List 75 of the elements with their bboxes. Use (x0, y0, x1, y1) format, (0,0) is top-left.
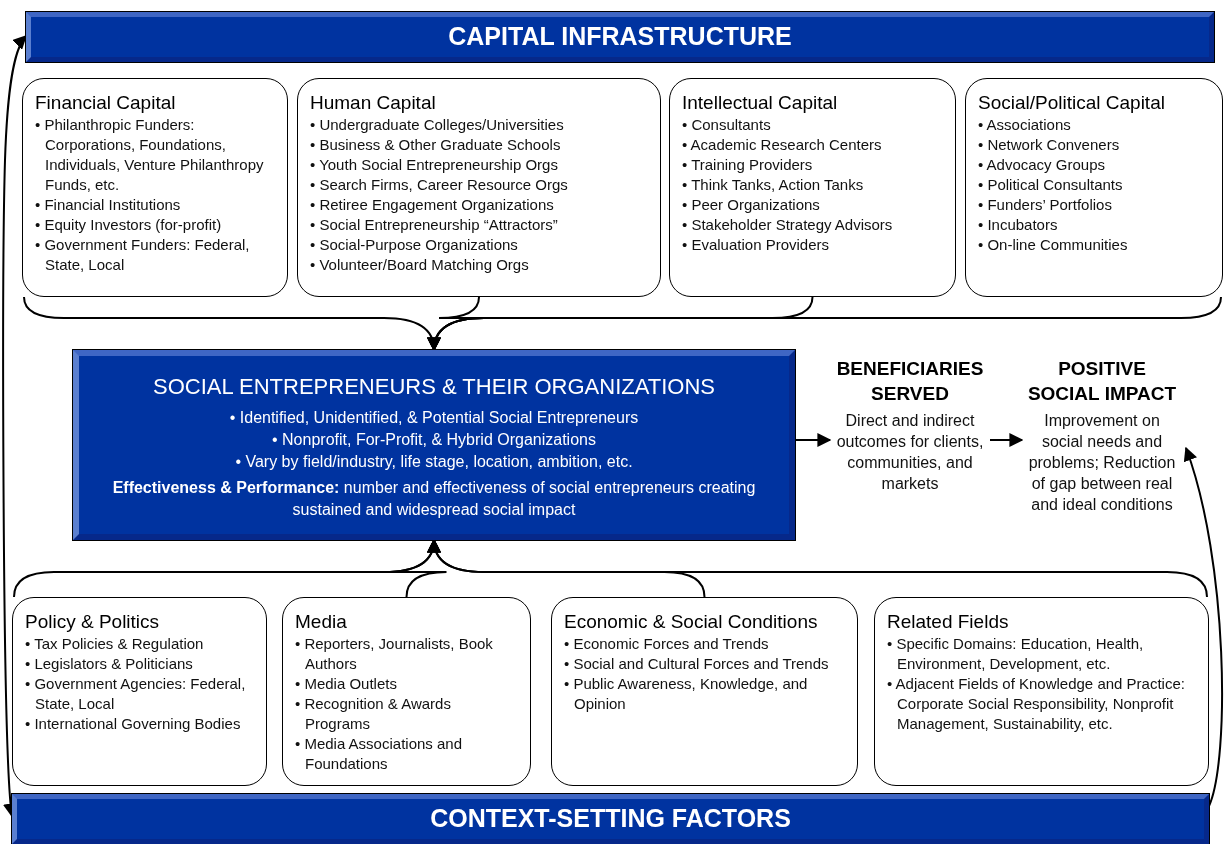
bullet-item: • Government Agencies: Federal, State, Local (25, 674, 247, 714)
arrow (1183, 446, 1224, 807)
bullet-item: • Philanthropic Funders: Corporations, Foundations, Individuals, Venture Philanthropy Funds, etc. (35, 115, 265, 195)
bullet-item: • Retiree Engagement Organizations (310, 195, 555, 215)
bullet-item: • Specific Domains: Education, Health, Environment, Development, etc. (887, 634, 1145, 674)
bullet-item: • Stakeholder Strategy Advisors (682, 215, 894, 235)
bullet-item: • Training Providers (682, 155, 814, 175)
bullet-item: • Adjacent Fields of Knowledge and Practice: Corporate Social Responsibility, Nonprofit Management, Sustainability, etc. (887, 674, 1186, 734)
category-box (551, 597, 858, 786)
bullet-item: • Search Firms, Career Resource Orgs (310, 175, 569, 195)
outcome-heading: POSITIVE SOCIAL IMPACT (1026, 357, 1178, 406)
category-box (297, 78, 661, 297)
bullet-item: • Social-Purpose Organizations (310, 235, 519, 255)
category-box (282, 597, 531, 786)
bullet-item: • Academic Research Centers (682, 135, 883, 155)
outcome-text: Improvement on social needs and problems; Reduction of gap between real and ideal conditions (1027, 411, 1177, 515)
bullet-item: • International Governing Bodies (25, 714, 242, 734)
arrow (427, 538, 1208, 598)
center-heading: SOCIAL ENTREPRENEURS & THEIR ORGANIZATIONS (153, 372, 715, 401)
bullet-item: • Media Outlets (295, 674, 398, 694)
bullet-item: • Think Tanks, Action Tanks (682, 175, 865, 195)
bullet-item: • Peer Organizations (682, 195, 821, 215)
box-heading: Related Fields (887, 610, 1010, 634)
bullet-item: • Funders’ Portfolios (978, 195, 1113, 215)
arrow (989, 433, 1024, 447)
banner-title: CAPITAL INFRASTRUCTURE (448, 21, 792, 53)
bullet-item: • Media Associations and Foundations (295, 734, 463, 774)
bullet-item: • Associations (978, 115, 1072, 135)
arrow (2, 34, 27, 818)
bullet-item: • Evaluation Providers (682, 235, 830, 255)
bullet-item: • Advocacy Groups (978, 155, 1106, 175)
bullet-item: • Undergraduate Colleges/Universities (310, 115, 565, 135)
category-box (22, 78, 288, 297)
bullet-item: • Vary by field/industry, life stage, location, ambition, etc. (235, 451, 633, 472)
box-heading: Intellectual Capital (682, 91, 839, 115)
center-box (73, 350, 795, 540)
bullet-item: • Social Entrepreneurship “Attractors” (310, 215, 559, 235)
bullet-item: • Political Consultants (978, 175, 1124, 195)
bullet-item: • Consultants (682, 115, 772, 135)
bullet-item: • Youth Social Entrepreneurship Orgs (310, 155, 559, 175)
box-heading: Financial Capital (35, 91, 177, 115)
banner (12, 794, 1209, 844)
bullet-item: • Business & Other Graduate Schools (310, 135, 562, 155)
box-heading: Social/Political Capital (978, 91, 1166, 115)
banner (26, 12, 1214, 62)
bullet-item: • Social and Cultural Forces and Trends (564, 654, 830, 674)
outcome-text: Direct and indirect outcomes for clients, communities, and markets (835, 411, 985, 494)
bullet-item: • Recognition & Awards Programs (295, 694, 452, 734)
banner-title: CONTEXT-SETTING FACTORS (430, 803, 791, 835)
bullet-item: • Financial Institutions (35, 195, 182, 215)
effectiveness-note: Effectiveness & Performance: number and effectiveness of social entrepreneurs creating sustained and widespread social impact (111, 477, 757, 520)
arrow (427, 296, 1222, 352)
arrow (794, 433, 832, 447)
bullet-item: • Incubators (978, 215, 1059, 235)
bullet-item: • Identified, Unidentified, & Potential Social Entrepreneurs (229, 407, 639, 428)
bullet-item: • Public Awareness, Knowledge, and Opinion (564, 674, 809, 714)
bullet-item: • Tax Policies & Regulation (25, 634, 205, 654)
bullet-item: • Network Conveners (978, 135, 1121, 155)
bullet-item: • Volunteer/Board Matching Orgs (310, 255, 530, 275)
category-box (669, 78, 956, 297)
box-heading: Media (295, 610, 348, 634)
bullet-item: • Nonprofit, For-Profit, & Hybrid Organizations (272, 429, 596, 450)
category-box (12, 597, 267, 786)
bullet-item: • Economic Forces and Trends (564, 634, 770, 654)
box-heading: Policy & Politics (25, 610, 161, 634)
box-heading: Economic & Social Conditions (564, 610, 819, 634)
category-box (874, 597, 1209, 786)
outcome-heading: BENEFICIARIES SERVED (835, 357, 985, 406)
bullet-item: • Equity Investors (for-profit) (35, 215, 223, 235)
category-box (965, 78, 1223, 297)
bullet-item: • On-line Communities (978, 235, 1129, 255)
bullet-item: • Legislators & Politicians (25, 654, 194, 674)
bullet-item: • Government Funders: Federal, State, Local (35, 235, 251, 275)
bullet-item: • Reporters, Journalists, Book Authors (295, 634, 494, 674)
box-heading: Human Capital (310, 91, 437, 115)
